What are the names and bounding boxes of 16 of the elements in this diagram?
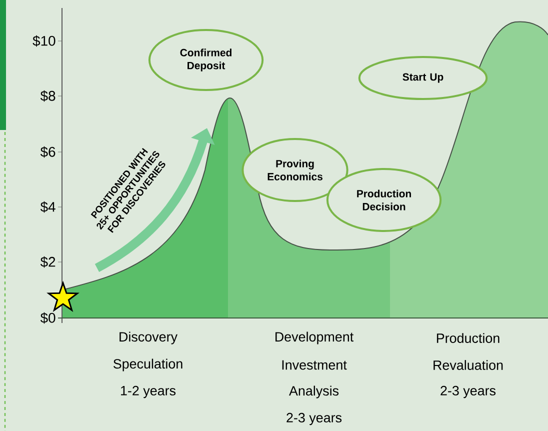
stage-label: 2-3 years [440,386,496,398]
stage-label: Analysis [289,386,339,398]
tick-label: $10 [32,35,56,47]
tick-label: $4 [40,201,56,213]
tick-label: $8 [40,90,56,102]
tick-label: $2 [40,256,56,268]
stage-label: 2-3 years [286,412,342,426]
stage-label: Development [276,332,354,344]
stage-label: Speculation [113,358,182,372]
tick-label: $0 [40,312,56,324]
tick-label: $6 [40,146,56,158]
stage-label: 1-2 years [121,386,176,398]
stage-label: Production [436,333,500,343]
stage-label: Discovery [120,332,178,344]
stage-label: Investment [282,360,347,370]
stage-label: Revaluation [434,360,503,370]
